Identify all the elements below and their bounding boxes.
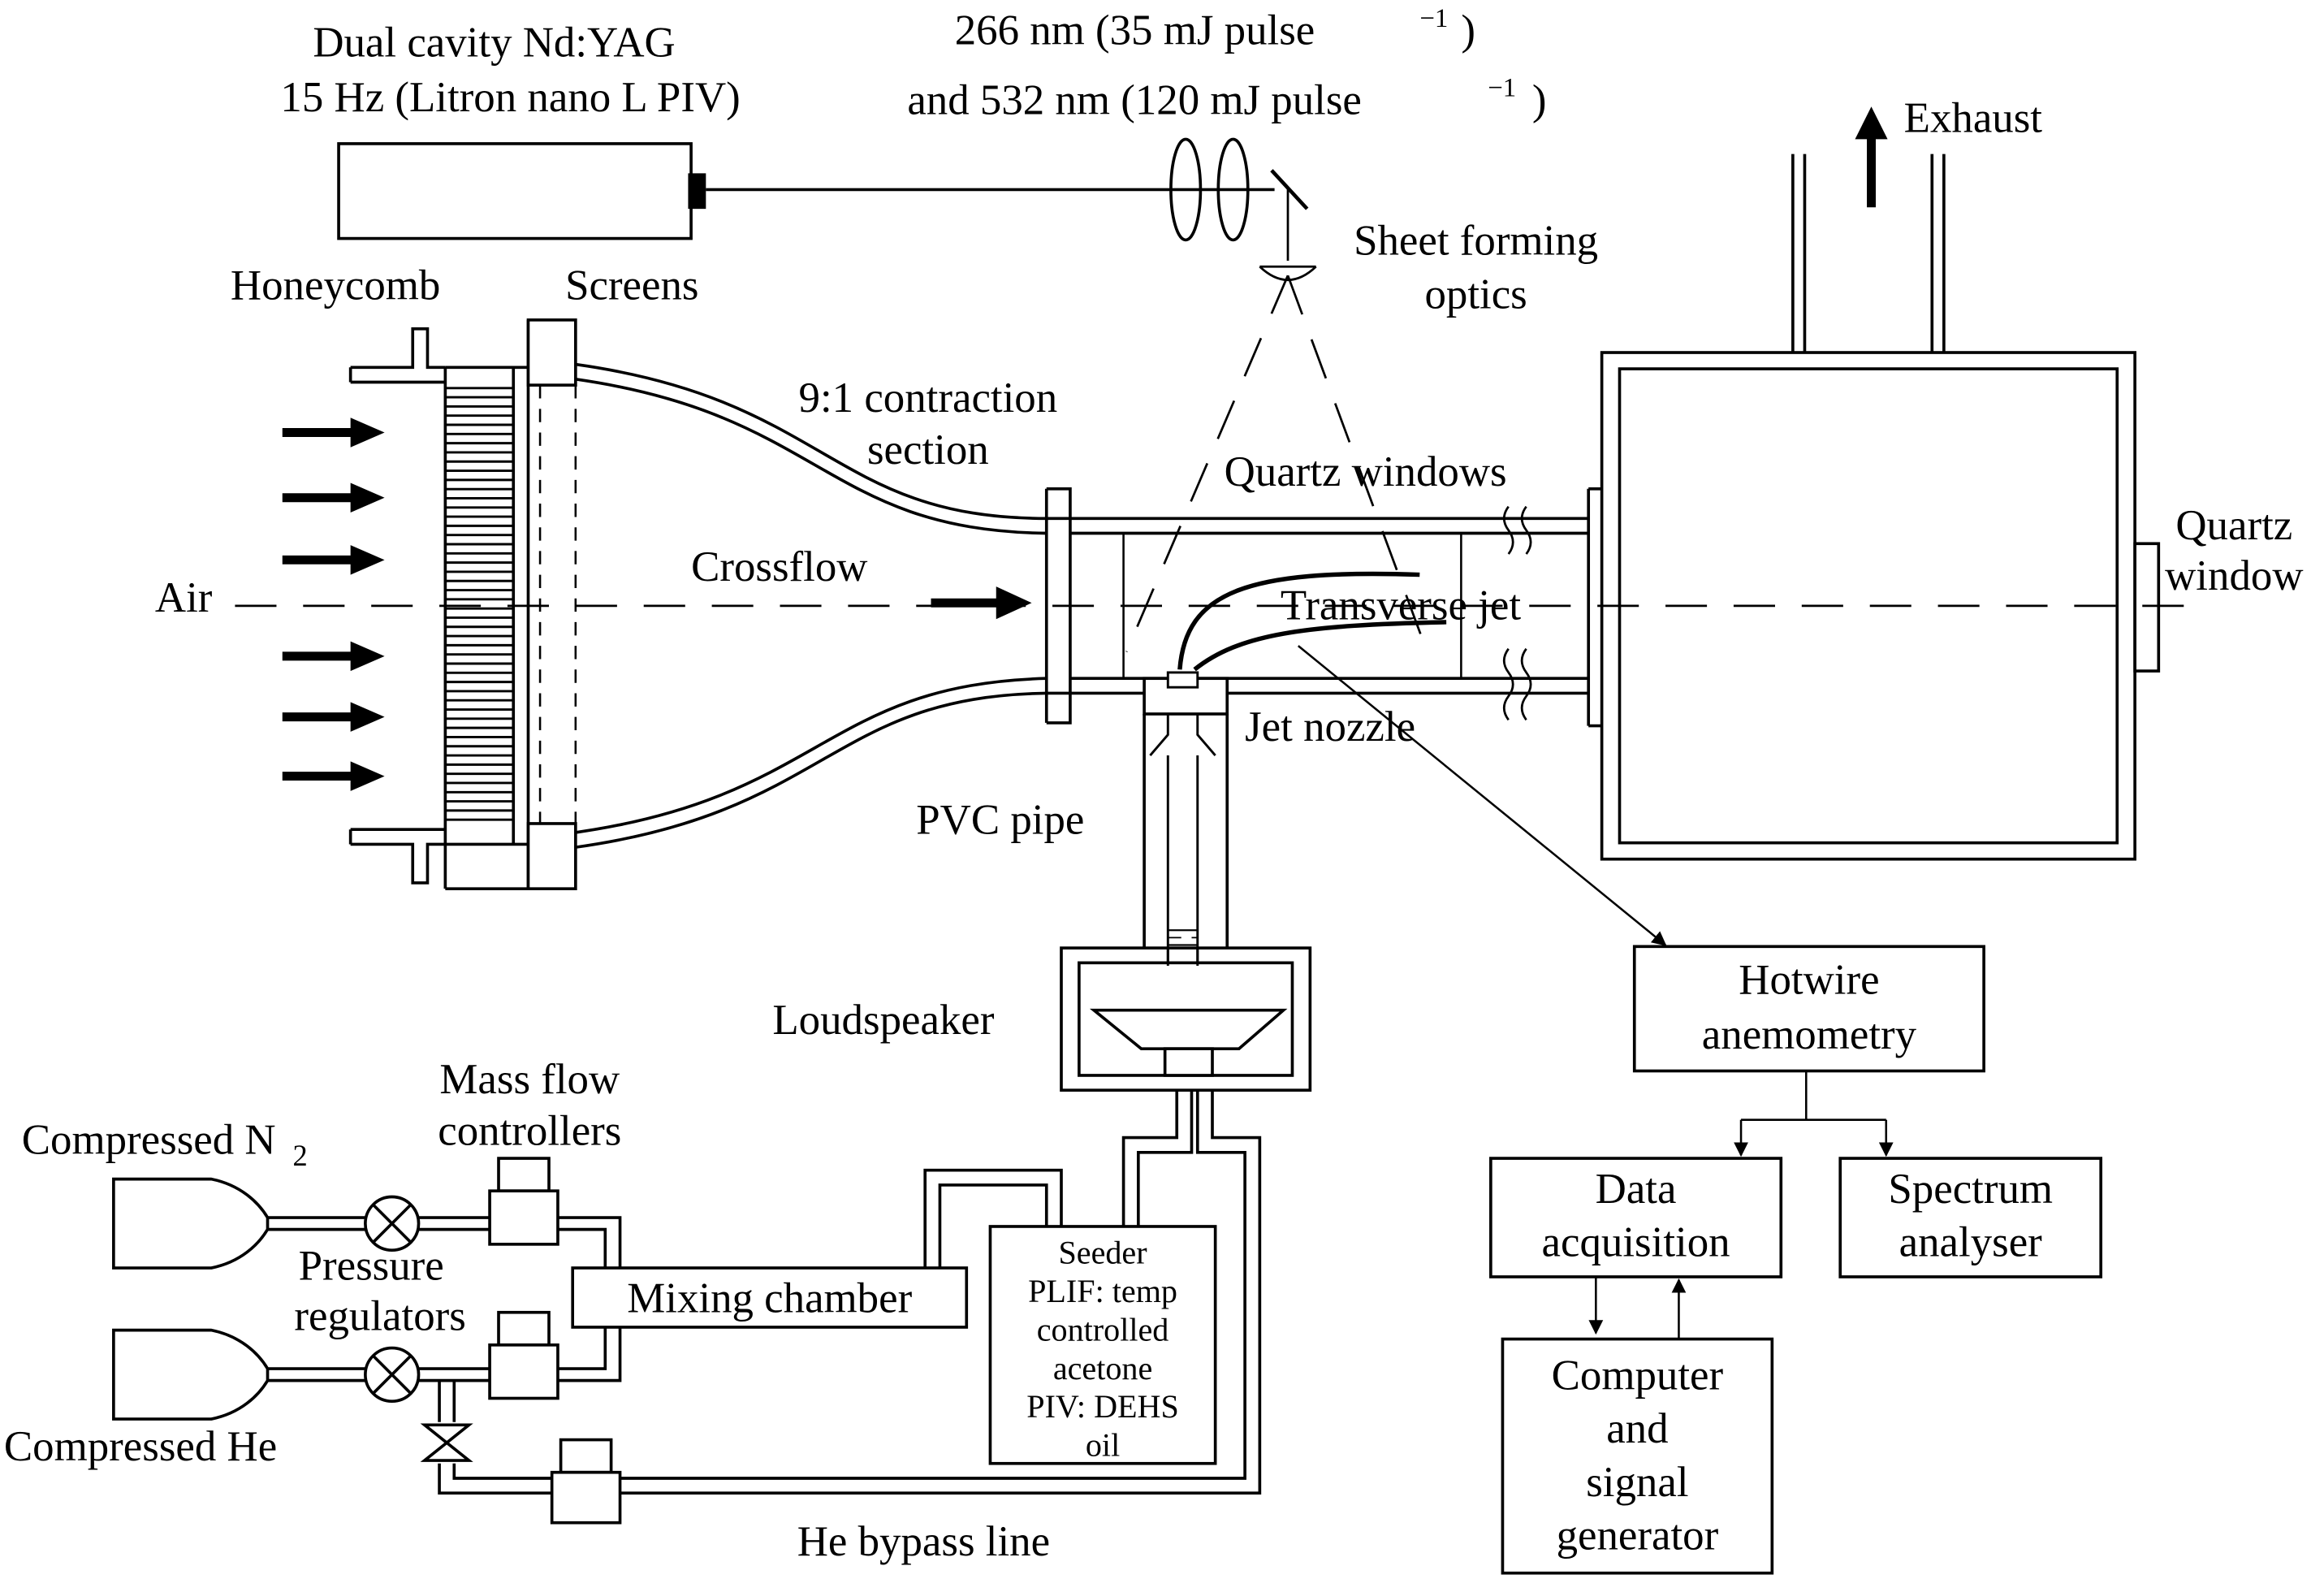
seeder-label-line2: PLIF: temp [1028, 1273, 1177, 1309]
loudspeaker [1060, 946, 1312, 1092]
quartz-window-label-line2: window [2165, 552, 2303, 599]
computer-label-line2: and [1606, 1405, 1668, 1452]
jet-trajectory [1177, 571, 1447, 672]
pressure-regulator-icon [364, 1346, 421, 1403]
hotwire-box [1632, 945, 1985, 1073]
svg-text:): ) [1532, 76, 1547, 123]
screens-label: Screens [565, 262, 698, 309]
sheet-optics-label-line2: optics [1424, 270, 1527, 318]
transverse-jet-label: Transverse jet [1281, 582, 1521, 629]
laser-sheet-beam [1125, 275, 1428, 652]
daq-computer-lines [1588, 1276, 1687, 1339]
bypass-mass-flow-controller [550, 1438, 622, 1525]
gas-lines [267, 1090, 1262, 1495]
air-arrow-icon [282, 417, 385, 448]
laser-label-line1: Dual cavity Nd:YAG [313, 19, 675, 66]
air-inflow-arrows [282, 417, 385, 791]
spectrum-label-line2: analyser [1899, 1218, 2043, 1265]
break-marks [1502, 505, 1532, 721]
pressure-label-line1: Pressure [299, 1243, 444, 1290]
jet-nozzle-label: Jet nozzle [1245, 703, 1415, 751]
air-label: Air [155, 574, 213, 621]
svg-text:−1: −1 [1488, 74, 1516, 103]
seeder-label-line1: Seeder [1058, 1235, 1147, 1271]
loudspeaker-label: Loudspeaker [772, 997, 994, 1044]
pressure-label-line2: regulators [294, 1293, 465, 1340]
data-acquisition-box [1489, 1157, 1783, 1278]
computer-label-line4: generator [1557, 1512, 1719, 1560]
wavelength-label-line1: 266 nm (35 mJ pulse −1 ) [955, 4, 1475, 54]
contraction-label-line2: section [867, 426, 989, 474]
quartz-windows-label: Quartz windows [1225, 448, 1507, 495]
wavelength-label-line2: and 532 nm (120 mJ pulse −1 ) [907, 74, 1546, 124]
he-cylinder [112, 1328, 270, 1421]
hotwire-signal-lines [1734, 1071, 1894, 1157]
pressure-regulator-icon [364, 1195, 421, 1252]
honeycomb [445, 387, 514, 821]
mass-flow-controller [488, 1157, 559, 1246]
seeder-label-line3: controlled [1037, 1311, 1169, 1348]
svg-text:2: 2 [293, 1140, 308, 1172]
sheet-optics-label-line1: Sheet forming [1354, 218, 1598, 265]
pvc-pipe [1143, 713, 1229, 967]
pvc-pipe-label: PVC pipe [916, 797, 1084, 844]
test-section [1044, 487, 1589, 725]
spectrum-label-line1: Spectrum [1888, 1166, 2053, 1213]
honeycomb-label: Honeycomb [231, 262, 440, 309]
n2-label: Compressed N 2 [22, 1117, 308, 1173]
svg-text:and 532 nm (120 mJ pulse: and 532 nm (120 mJ pulse [907, 76, 1362, 123]
svg-text:−1: −1 [1419, 4, 1448, 33]
svg-text:): ) [1461, 7, 1475, 54]
exhaust-label: Exhaust [1904, 94, 2043, 141]
data-acquisition-label-line1: Data [1596, 1166, 1677, 1213]
exhaust-arrow-icon [1855, 106, 1888, 208]
computer-box [1501, 1337, 1774, 1575]
computer-label-line1: Computer [1552, 1352, 1724, 1399]
seeder-label-line6: oil [1086, 1427, 1120, 1464]
air-arrow-icon [282, 702, 385, 732]
air-arrow-icon [282, 641, 385, 672]
laser-label-line2: 15 Hz (Litron nano L PIV) [280, 74, 740, 121]
hotwire-label-line1: Hotwire [1739, 957, 1879, 1004]
svg-text:Compressed N: Compressed N [22, 1117, 276, 1164]
air-arrow-icon [282, 761, 385, 791]
mass-flow-controller [488, 1310, 559, 1400]
crossflow-arrow-icon [931, 586, 1032, 620]
hotwire-probe-line [1297, 645, 1667, 946]
contraction-label-line1: 9:1 contraction [799, 374, 1058, 422]
quartz-window-label-line1: Quartz [2175, 502, 2292, 549]
mixing-chamber-label: Mixing chamber [627, 1275, 912, 1322]
air-arrow-icon [282, 545, 385, 575]
seeder-label-line4: acetone [1053, 1350, 1152, 1386]
bypass-valve-icon [420, 1423, 473, 1462]
n2-cylinder [112, 1177, 270, 1270]
mixing-chamber-box [571, 1266, 969, 1329]
screens [526, 318, 577, 891]
laser-unit [337, 142, 1275, 240]
data-acquisition-label-line2: acquisition [1542, 1218, 1730, 1265]
jet-nozzle [1143, 671, 1229, 757]
seeder-label-line5: PIV: DEHS [1026, 1388, 1179, 1425]
mass-flow-label-line1: Mass flow [439, 1056, 620, 1103]
mass-flow-label-line2: controllers [438, 1108, 621, 1155]
computer-label-line3: signal [1586, 1459, 1688, 1506]
crossflow-label: Crossflow [691, 543, 867, 591]
hotwire-label-line2: anemometry [1702, 1011, 1917, 1058]
bypass-label: He bypass line [797, 1518, 1050, 1565]
laser-lenses [1169, 137, 1317, 282]
compressed-he-label: Compressed He [4, 1423, 277, 1470]
seeder-box [988, 1225, 1217, 1465]
air-arrow-icon [282, 482, 385, 513]
exhaust-stack [1791, 154, 1946, 353]
svg-text:266 nm (35 mJ pulse: 266 nm (35 mJ pulse [955, 7, 1315, 54]
contraction-section [575, 362, 1047, 849]
spectrum-analyser-box [1838, 1157, 2103, 1278]
